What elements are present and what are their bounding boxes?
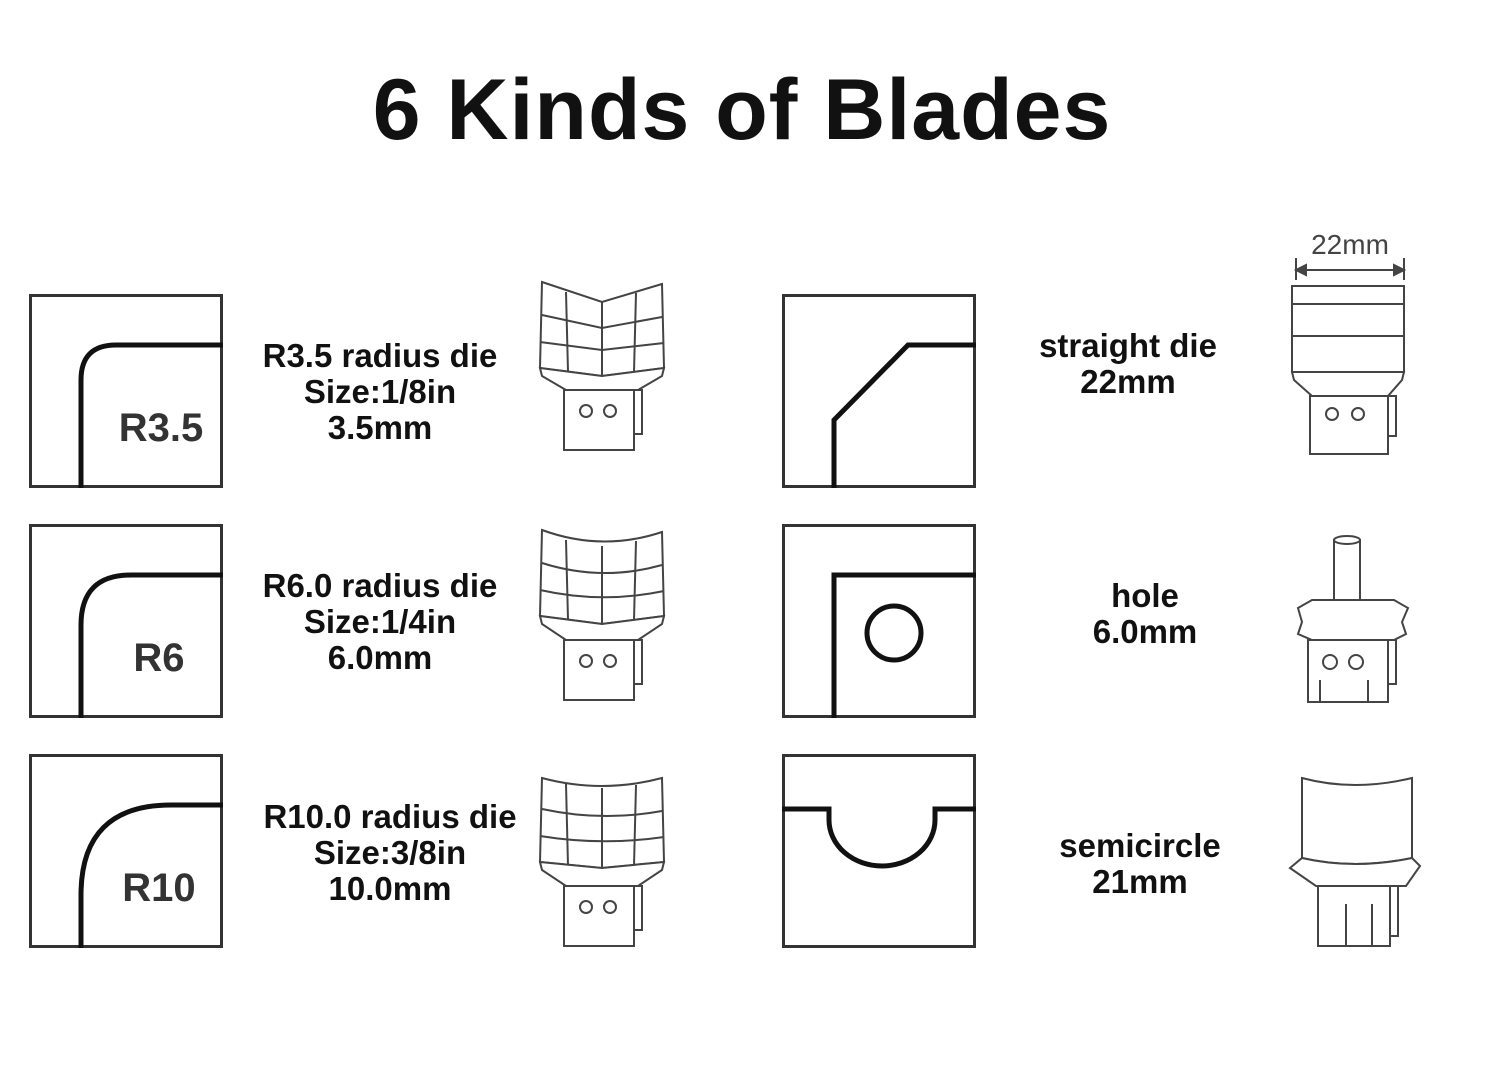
blade-name: hole — [1111, 577, 1179, 614]
blade-description-r10: R10.0 radius die Size:3/8in 10.0mm — [240, 799, 540, 907]
page-title: 6 Kinds of Blades — [372, 62, 1112, 158]
blade-description-semicircle: semicircle 21mm — [1020, 828, 1260, 900]
blade-name: R10.0 radius die — [263, 798, 517, 835]
blade-size-inch: Size:3/8in — [313, 834, 467, 871]
hole-blade-illustration — [1290, 534, 1414, 708]
profile-diagram-hole — [782, 524, 976, 718]
blade-description-r6: R6.0 radius die Size:1/4in 6.0mm — [240, 568, 520, 676]
profile-diagram-straight — [782, 294, 976, 488]
blade-name: semicircle — [1059, 827, 1221, 864]
radius-blade-illustration — [536, 528, 666, 704]
blade-description-hole: hole 6.0mm — [1040, 578, 1250, 650]
radius-blade-illustration — [536, 774, 666, 950]
profile-label: R6 — [133, 636, 184, 680]
blade-size-mm: 6.0mm — [1092, 613, 1198, 650]
profile-diagram-r3-5: R3.5 — [29, 294, 223, 488]
profile-label: R10 — [122, 866, 195, 910]
blade-size-mm: 10.0mm — [328, 870, 452, 907]
blade-size-mm: 6.0mm — [327, 639, 433, 676]
blade-name: R3.5 radius die — [262, 337, 498, 374]
blade-size-mm: 22mm — [1080, 363, 1176, 400]
profile-diagram-semicircle — [782, 754, 976, 948]
blade-name: straight die — [1039, 327, 1217, 364]
profile-diagram-r10: R10 — [29, 754, 223, 948]
blade-size-inch: Size:1/4in — [303, 603, 457, 640]
blade-size-inch: Size:1/8in — [303, 373, 457, 410]
profile-label: R3.5 — [119, 406, 204, 450]
blade-description-straight: straight die 22mm — [1000, 328, 1256, 400]
straight-blade-illustration: 22mm — [1284, 228, 1424, 458]
blade-size-mm: 3.5mm — [327, 409, 433, 446]
blade-description-r3-5: R3.5 radius die Size:1/8in 3.5mm — [240, 338, 520, 446]
blade-size-mm: 21mm — [1092, 863, 1188, 900]
dimension-label: 22mm — [1311, 229, 1389, 260]
profile-diagram-r6: R6 — [29, 524, 223, 718]
blade-name: R6.0 radius die — [262, 567, 498, 604]
semicircle-blade-illustration — [1286, 774, 1426, 952]
radius-blade-illustration — [536, 280, 666, 452]
